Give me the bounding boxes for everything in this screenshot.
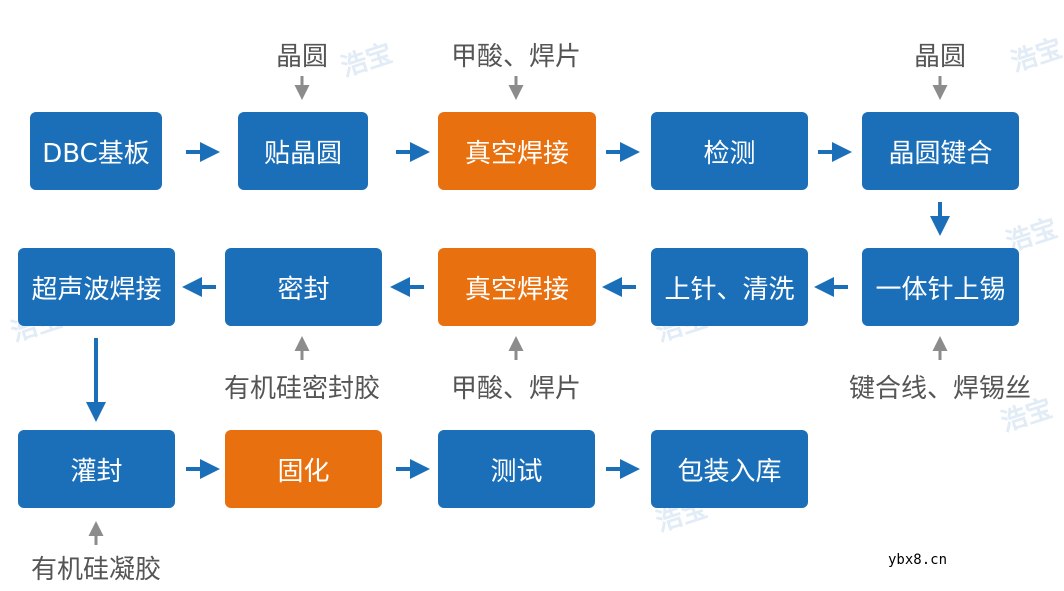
input-label-wafer-1: 晶圆: [275, 42, 329, 72]
input-label-bond-wire: 键合线、焊锡丝: [848, 374, 1032, 404]
process-vacuum-soldering-2: 真空焊接: [438, 248, 596, 326]
source-url: ybx8.cn: [888, 552, 948, 568]
process-ultrasonic-welding: 超声波焊接: [18, 248, 175, 326]
process-attach-wafer: 贴晶圆: [238, 112, 368, 190]
process-inspection: 检测: [651, 112, 808, 190]
process-pin-cleaning: 上针、清洗: [651, 248, 808, 326]
process-vacuum-soldering-1: 真空焊接: [438, 112, 596, 190]
input-label-silicone-gel: 有机硅凝胶: [30, 555, 162, 585]
process-testing: 测试: [438, 430, 595, 508]
process-pin-tinning: 一体针上锡: [862, 248, 1019, 326]
process-dbc-substrate: DBC基板: [30, 112, 162, 190]
process-packaging: 包装入库: [651, 430, 808, 508]
input-label-silicone-sealant: 有机硅密封胶: [223, 374, 381, 404]
process-sealing: 密封: [225, 248, 382, 326]
input-label-formic-acid-2: 甲酸、焊片: [450, 374, 582, 404]
process-wafer-bonding: 晶圆键合: [862, 112, 1019, 190]
input-label-wafer-2: 晶圆: [913, 42, 967, 72]
process-curing: 固化: [225, 430, 382, 508]
process-potting: 灌封: [18, 430, 175, 508]
input-label-formic-acid-1: 甲酸、焊片: [450, 42, 582, 72]
